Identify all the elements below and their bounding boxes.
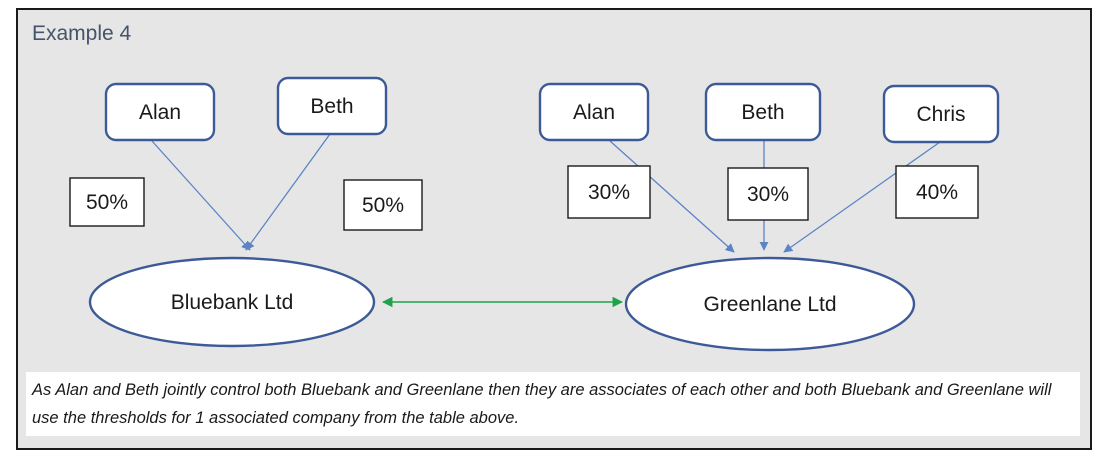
person-node-beth-right: Beth: [704, 82, 822, 142]
person-node-alan-right: Alan: [538, 82, 650, 142]
person-label: Beth: [741, 101, 784, 124]
arrow-alan-to-greenlane: [609, 140, 735, 253]
share-label: 30%: [747, 183, 789, 206]
company-label: Bluebank Ltd: [171, 291, 294, 314]
share-label: 40%: [916, 181, 958, 204]
arrow-alan-to-bluebank: [151, 140, 251, 251]
share-box-chris-right: 40%: [895, 165, 979, 219]
person-label: Alan: [139, 101, 181, 124]
person-label: Chris: [916, 103, 965, 126]
share-label: 50%: [86, 191, 128, 214]
company-label: Greenlane Ltd: [703, 293, 836, 316]
example-panel: Example 4 Alan Beth: [16, 8, 1092, 450]
explanation-caption: As Alan and Beth jointly control both Bl…: [26, 372, 1080, 436]
company-node-greenlane: Greenlane Ltd: [624, 256, 916, 352]
arrow-chris-to-greenlane: [783, 141, 941, 253]
person-label: Beth: [310, 95, 353, 118]
ownership-diagram: Alan Beth 50% 50% Alan Beth Chris: [69, 76, 1000, 352]
person-node-alan-left: Alan: [104, 82, 216, 142]
company-node-bluebank: Bluebank Ltd: [88, 256, 376, 348]
person-node-beth-left: Beth: [276, 76, 388, 136]
person-label: Alan: [573, 101, 615, 124]
share-label: 30%: [588, 181, 630, 204]
share-box-beth-right: 30%: [727, 167, 809, 221]
share-box-alan-right: 30%: [567, 165, 651, 219]
panel-title: Example 4: [32, 22, 132, 45]
share-label: 50%: [362, 194, 404, 217]
share-box-beth-left: 50%: [343, 179, 423, 231]
share-box-alan-left: 50%: [69, 177, 145, 227]
person-node-chris-right: Chris: [882, 84, 1000, 144]
arrow-beth-to-bluebank: [245, 133, 331, 251]
